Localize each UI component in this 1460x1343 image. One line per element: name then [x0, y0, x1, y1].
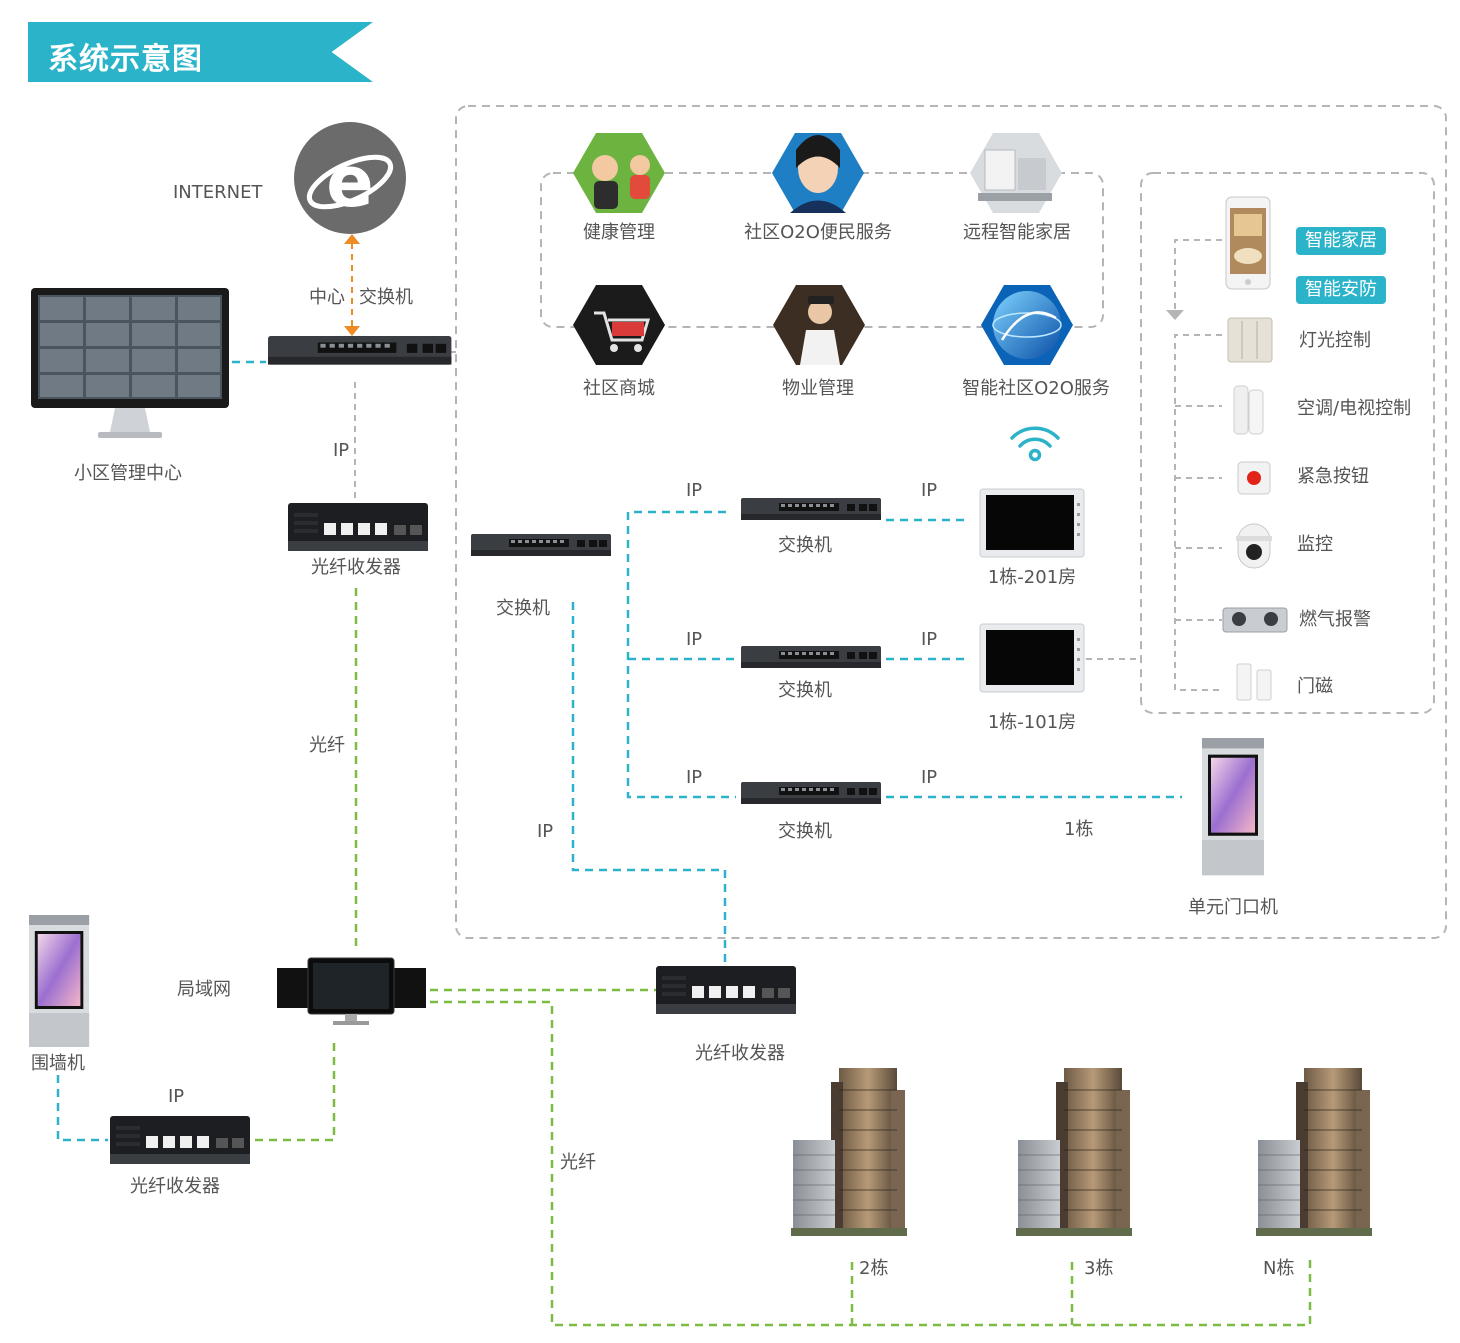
monitor-icon: [31, 288, 229, 438]
fiber-label-center: 光纤: [309, 735, 345, 756]
ip-label-center: IP: [333, 440, 350, 461]
switch-label-row3: 交换机: [778, 821, 832, 842]
ip-label-row3-right: IP: [921, 767, 938, 788]
fiber-transceiver-icon-left: [110, 1116, 250, 1164]
building-2-label: 2栋: [859, 1258, 889, 1279]
building-icon-2: [790, 1067, 908, 1237]
wifi-icon: [1010, 426, 1060, 462]
door-unit-icon: [1202, 738, 1264, 876]
service-hex-health: [573, 133, 665, 213]
indoor-panel-icon-201: [979, 488, 1085, 558]
building-3-label: 3栋: [1084, 1258, 1114, 1279]
header-banner: 系统示意图: [28, 22, 373, 82]
fiber-label-bottom: 光纤: [560, 1152, 596, 1173]
green-lines: [252, 588, 1312, 1327]
smart-home-connectors: [1086, 239, 1222, 691]
service-hex-o2o: [772, 133, 864, 213]
lan-monitors-icon: [277, 957, 426, 1025]
smartphone-icon: [1225, 196, 1271, 290]
svg-text:e: e: [326, 141, 373, 223]
internet-label: INTERNET: [173, 182, 263, 203]
service-hex-property: [773, 285, 865, 365]
down-arrow-icon: [1166, 310, 1184, 320]
fence-unit-label: 围墙机: [31, 1053, 85, 1074]
emergency-button-label: 紧急按钮: [1297, 466, 1369, 487]
lan-label: 局域网: [177, 979, 231, 1000]
monitoring-label: 监控: [1297, 534, 1333, 555]
arrow-down-icon: [344, 326, 360, 336]
service-hex-smart-home: [970, 133, 1062, 213]
emergency-button-icon: [1237, 461, 1271, 495]
ip-label-lan: IP: [168, 1086, 185, 1107]
fiber-transceiver-label-right: 光纤收发器: [695, 1043, 785, 1064]
page-title: 系统示意图: [48, 42, 203, 77]
ip-label-row1-left: IP: [686, 480, 703, 501]
indoor-panel-icon-101: [979, 623, 1085, 693]
remote-control-icon: [1233, 385, 1264, 435]
ip-label-row2-right: IP: [921, 629, 938, 650]
device-label-201: 1栋-201房: [987, 567, 1077, 588]
center-switch-label: 交换机: [359, 287, 413, 308]
main-switch-label: 交换机: [496, 598, 550, 619]
center-label: 中心: [309, 287, 345, 308]
service-region-border: [455, 105, 1447, 939]
camera-icon: [1236, 523, 1272, 569]
fiber-transceiver-label-center: 光纤收发器: [311, 557, 401, 578]
smart-home-panel-border: [1140, 172, 1435, 714]
internet-explorer-icon: e: [294, 122, 406, 234]
light-switch-icon: [1227, 317, 1273, 363]
switch-icon-row2: [741, 646, 881, 668]
building-1-label: 1栋: [1064, 819, 1094, 840]
service-label-o2o: 社区O2O便民服务: [744, 222, 892, 243]
fiber-transceiver-icon-right: [656, 966, 796, 1014]
building-icon-3: [1015, 1067, 1133, 1237]
door-magnet-label: 门磁: [1297, 676, 1333, 697]
service-hex-smart-community: [981, 285, 1073, 365]
service-hex-mall: [573, 285, 665, 365]
switch-label-row2: 交换机: [778, 680, 832, 701]
management-center-label: 小区管理中心: [74, 463, 182, 484]
ip-label-vertical: IP: [537, 821, 554, 842]
ip-label-row1-right: IP: [921, 480, 938, 501]
fiber-transceiver-icon-center: [288, 503, 428, 551]
smart-security-badge: 智能安防: [1296, 276, 1386, 304]
service-label-smart-community: 智能社区O2O服务: [962, 378, 1110, 399]
fiber-transceiver-label-left: 光纤收发器: [130, 1176, 220, 1197]
door-sensor-icon: [1236, 663, 1272, 701]
light-control-label: 灯光控制: [1299, 330, 1371, 351]
ac-tv-control-label: 空调/电视控制: [1297, 398, 1412, 419]
arrow-up-icon: [344, 234, 360, 244]
fence-unit-icon: [29, 915, 90, 1047]
service-label-property: 物业管理: [782, 378, 854, 399]
teal-lines: [56, 360, 1182, 1142]
gas-alarm-label: 燃气报警: [1299, 609, 1371, 630]
switch-icon-row3: [741, 782, 881, 804]
main-switch-icon: [471, 534, 611, 556]
switch-label-row1: 交换机: [778, 535, 832, 556]
center-gray-lines: [354, 351, 456, 498]
door-unit-label: 单元门口机: [1188, 897, 1278, 918]
building-n-label: N栋: [1263, 1258, 1295, 1279]
service-label-mall: 社区商城: [583, 378, 655, 399]
center-switch-icon: [268, 336, 452, 365]
building-icon-n: [1255, 1067, 1373, 1237]
switch-icon-row1: [741, 498, 881, 520]
gas-stove-icon: [1222, 607, 1288, 633]
service-label-smart-home: 远程智能家居: [963, 222, 1071, 243]
ip-label-row3-left: IP: [686, 767, 703, 788]
smart-home-badge: 智能家居: [1296, 227, 1386, 255]
ip-label-row2-left: IP: [686, 629, 703, 650]
device-label-101: 1栋-101房: [987, 712, 1077, 733]
service-label-health: 健康管理: [583, 222, 655, 243]
